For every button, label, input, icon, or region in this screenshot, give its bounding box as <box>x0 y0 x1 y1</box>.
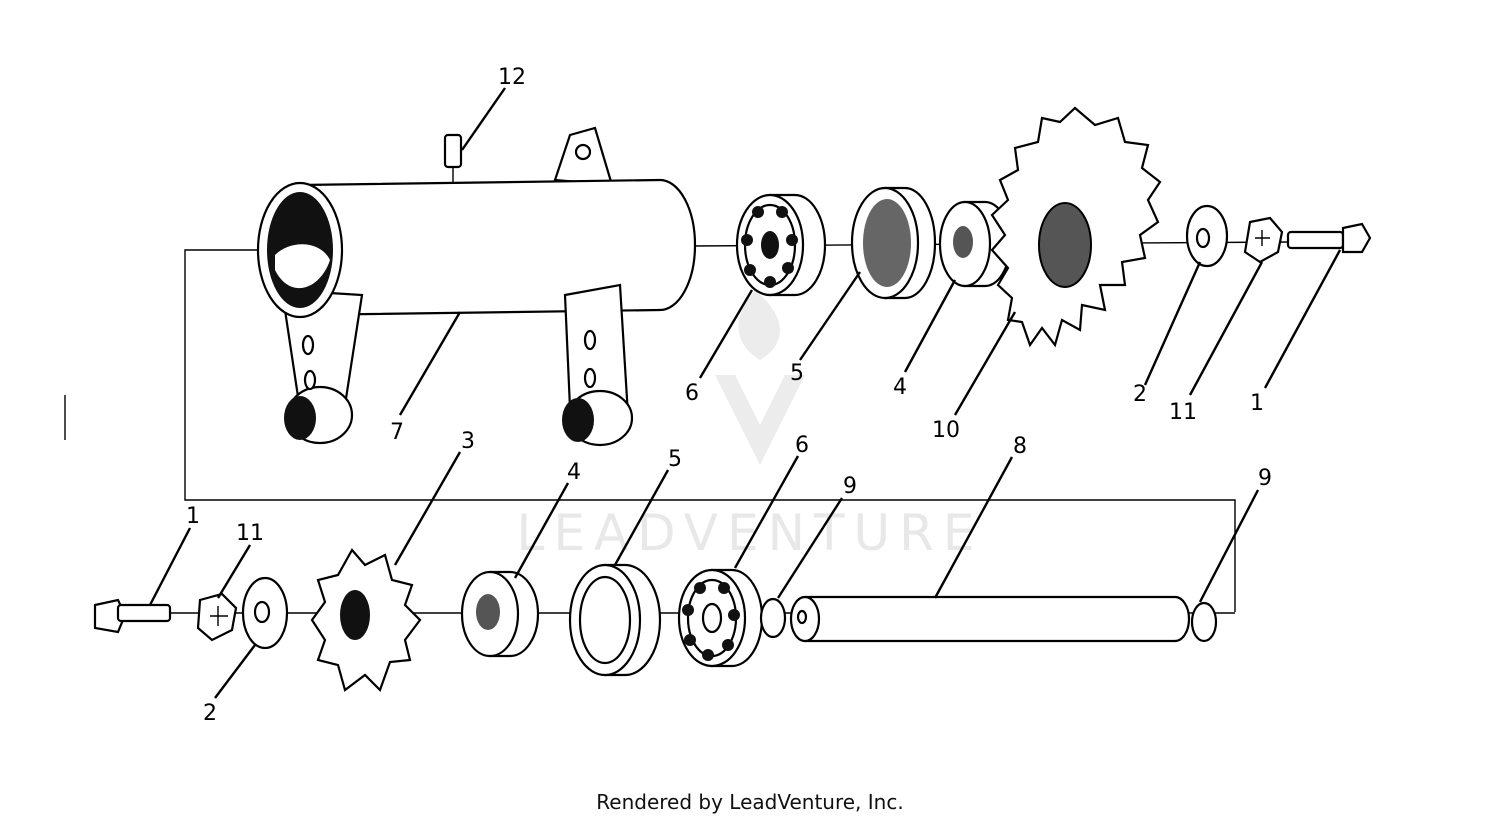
callout-6-upper: 6 <box>685 381 699 406</box>
callout-labels: 12 7 6 5 4 10 2 11 1 1 11 2 3 4 5 6 9 8 … <box>186 65 1272 726</box>
callout-5-upper: 5 <box>790 361 804 386</box>
spacer-lower <box>460 570 540 658</box>
small-sprocket <box>310 548 422 693</box>
callout-2-lower: 2 <box>203 701 217 726</box>
bearing-lower <box>677 568 764 668</box>
callout-9-right: 9 <box>1258 466 1272 491</box>
large-sprocket <box>990 106 1162 348</box>
o-ring-right <box>1190 601 1218 643</box>
callout-4-lower: 4 <box>567 460 581 485</box>
footer-caption: Rendered by LeadVenture, Inc. <box>596 790 904 814</box>
callout-11-lower: 11 <box>236 521 264 546</box>
callout-4-upper: 4 <box>893 375 907 400</box>
bearing-upper <box>735 193 827 297</box>
callout-9-left: 9 <box>843 474 857 499</box>
callout-8: 8 <box>1013 434 1027 459</box>
axle-shaft <box>789 595 1191 643</box>
lock-washer-upper <box>1243 216 1284 264</box>
callout-3: 3 <box>461 429 475 454</box>
callout-5-lower: 5 <box>668 447 682 472</box>
bearing-cup-upper <box>850 186 937 300</box>
watermark-text: LEADVENTURE <box>517 504 984 562</box>
leadventure-watermark: LEADVENTURE <box>517 290 984 562</box>
callout-6-lower: 6 <box>795 433 809 458</box>
callout-12: 12 <box>498 65 526 90</box>
callout-11-upper: 11 <box>1169 400 1197 425</box>
leader-lines <box>148 87 1342 699</box>
lock-washer-lower <box>196 592 238 642</box>
callout-1-upper: 1 <box>1250 391 1264 416</box>
washer-upper <box>1185 204 1229 268</box>
tube-housing <box>256 126 697 447</box>
bearing-cup-lower <box>568 563 662 677</box>
callout-10: 10 <box>932 418 960 443</box>
washer-lower <box>241 576 289 650</box>
grease-fitting <box>443 133 463 182</box>
o-ring-left <box>759 597 787 639</box>
bolt-upper <box>1286 222 1372 254</box>
callout-1-lower: 1 <box>186 504 200 529</box>
callout-2-upper: 2 <box>1133 382 1147 407</box>
callout-7: 7 <box>390 420 404 445</box>
bolt-lower <box>93 598 172 634</box>
